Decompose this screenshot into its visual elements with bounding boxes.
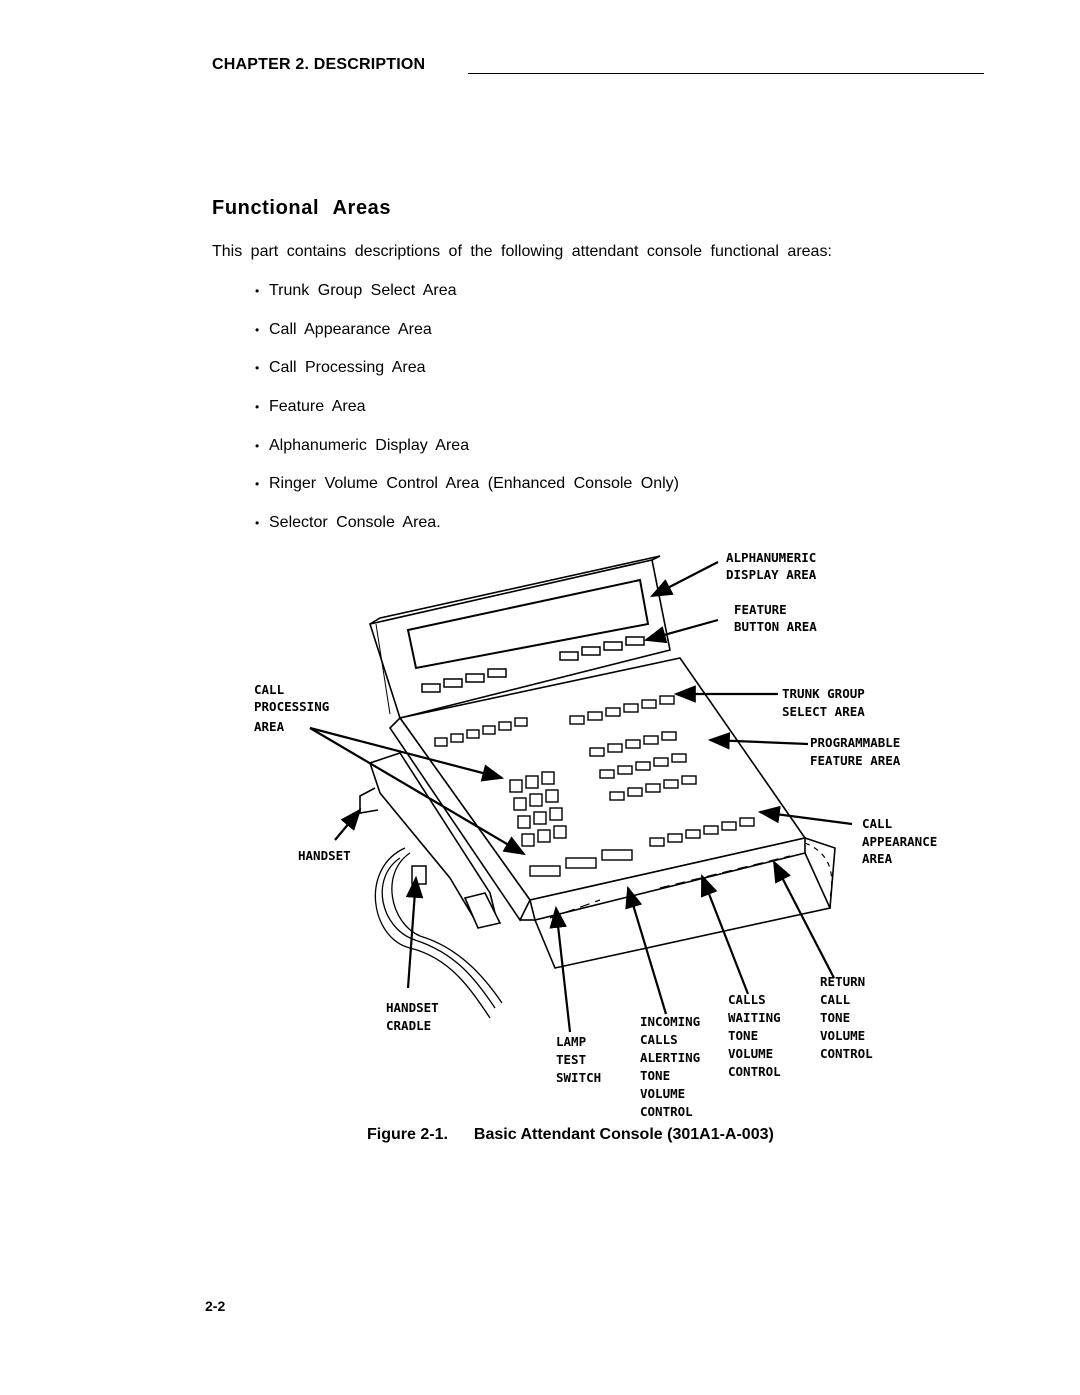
label-waiting-2: WAITING [728,1010,781,1025]
label-programmable-2: FEATURE AREA [810,753,901,768]
label-feature-2: BUTTON AREA [734,619,817,634]
label-waiting-4: VOLUME [728,1046,773,1061]
label-programmable-1: PROGRAMMABLE [810,735,900,750]
dial-keypad [509,771,567,847]
call-appearance-buttons [649,817,755,847]
label-call-appearance-2: APPEARANCE [862,834,937,849]
label-incoming-4: TONE [640,1068,670,1083]
bullet-icon: • [255,361,260,376]
list-item: •Call Processing Area [255,359,426,377]
list-item: •Ringer Volume Control Area (Enhanced Co… [255,475,679,493]
bullet-icon: • [255,438,260,453]
label-incoming-5: VOLUME [640,1086,685,1101]
list-item: •Selector Console Area. [255,514,441,532]
label-feature-1: FEATURE [734,602,787,617]
bullet-icon: • [255,477,260,492]
list-item: •Trunk Group Select Area [255,282,457,299]
figure-labels: ALPHANUMERIC DISPLAY AREA FEATURE BUTTON… [254,550,937,1119]
bullet-icon: • [255,284,260,298]
label-alphanumeric-2: DISPLAY AREA [726,567,817,582]
label-return-2: CALL [820,992,851,1007]
label-call-appearance-1: CALL [862,816,893,831]
list-item: •Feature Area [255,398,366,416]
label-call-processing-3: AREA [254,719,285,734]
attendant-console-illustration: ALPHANUMERIC DISPLAY AREA FEATURE BUTTON… [254,550,937,1119]
label-lamp-1: LAMP [556,1034,586,1049]
intro-paragraph: This part contains descriptions of the f… [212,243,832,260]
label-return-5: CONTROL [820,1046,873,1061]
bullet-icon: • [255,322,260,337]
label-incoming-3: ALERTING [640,1050,700,1065]
figure-caption: Figure 2-1. Basic Attendant Console (301A… [367,1126,774,1144]
label-lamp-2: TEST [556,1052,586,1067]
label-call-processing-2: PROCESSING [254,699,329,714]
list-item: •Call Appearance Area [255,320,432,338]
label-return-4: VOLUME [820,1028,865,1043]
bullet-icon: • [255,516,260,531]
label-incoming-6: CONTROL [640,1104,693,1119]
handset-cradle [411,865,427,885]
trunk-group-buttons [569,695,675,725]
label-call-processing-1: CALL [254,682,285,697]
release-buttons [529,849,633,877]
chapter-heading: CHAPTER 2. DESCRIPTION [212,56,426,73]
label-handset-cradle-1: HANDSET [386,1000,439,1015]
label-return-3: TONE [820,1010,850,1025]
section-title: Functional Areas [212,197,392,219]
label-trunk-2: SELECT AREA [782,704,865,719]
functional-areas-list: •Trunk Group Select Area •Call Appearanc… [255,281,679,552]
figure-number: Figure 2-1. [367,1126,448,1143]
feature-buttons-display [421,636,645,693]
list-item: •Alphanumeric Display Area [255,436,470,454]
page-number: 2-2 [205,1298,226,1314]
left-feature-buttons [434,717,528,747]
figure-title: Basic Attendant Console (301A1-A-003) [473,1126,774,1143]
programmable-feature-buttons [589,731,697,801]
console-figure: ALPHANUMERIC DISPLAY AREA FEATURE BUTTON… [240,548,960,1123]
label-call-appearance-3: AREA [862,851,893,866]
label-trunk-1: TRUNK GROUP [782,686,865,701]
label-handset: HANDSET [298,848,351,863]
label-incoming-1: INCOMING [640,1014,700,1029]
bullet-icon: • [255,400,260,415]
label-return-1: RETURN [820,974,865,989]
label-lamp-3: SWITCH [556,1070,601,1085]
header-rule [468,73,984,74]
label-waiting-5: CONTROL [728,1064,781,1079]
label-waiting-3: TONE [728,1028,758,1043]
label-handset-cradle-2: CRADLE [386,1018,431,1033]
display-housing [368,555,671,719]
handset-cord [374,847,503,1019]
callout-arrows [309,561,853,1033]
label-waiting-1: CALLS [728,992,766,1007]
label-incoming-2: CALLS [640,1032,678,1047]
handset [359,752,502,929]
label-alphanumeric-1: ALPHANUMERIC [726,550,816,565]
